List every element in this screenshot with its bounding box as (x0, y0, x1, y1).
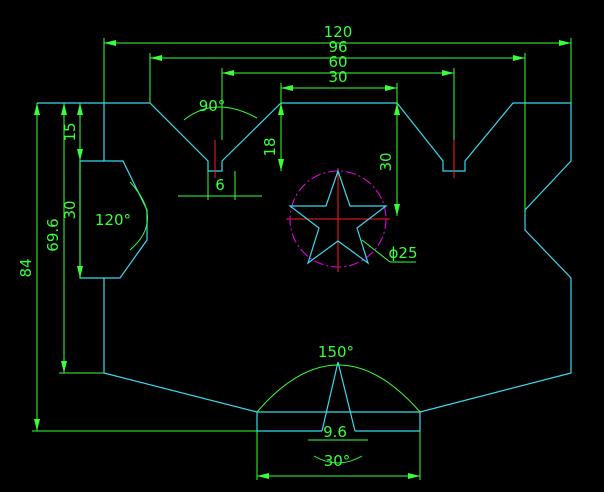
outline-bottom-v (321, 361, 356, 432)
dim-120-arc (129, 181, 148, 251)
dim-150-arc (256, 364, 421, 413)
dim-phi25-leader (361, 239, 391, 263)
label-84: 84 (17, 258, 35, 277)
dim-30-arc (313, 455, 363, 464)
label-96: 96 (328, 38, 347, 56)
dimension-labels: 120 96 60 30 90° 6 18 30 15 30 120° 69.6… (17, 23, 417, 470)
label-phi25: ϕ25 (389, 244, 418, 262)
label-9-6: 9.6 (323, 423, 347, 441)
star-shape (288, 169, 388, 265)
label-6: 6 (215, 176, 225, 194)
center-lines (214, 140, 455, 272)
label-120: 120 (324, 23, 353, 41)
label-30-top: 30 (328, 68, 347, 86)
dimension-lines (32, 38, 572, 480)
label-60: 60 (328, 53, 347, 71)
label-90deg: 90° (199, 97, 226, 115)
dim-90-arc (183, 106, 258, 121)
label-18: 18 (261, 137, 279, 156)
label-30deg: 30° (324, 452, 351, 470)
label-15: 15 (61, 122, 79, 141)
label-150deg: 150° (318, 343, 354, 361)
part-outline (37, 102, 572, 432)
label-30-vert: 30 (377, 152, 395, 171)
label-69-6: 69.6 (44, 218, 62, 251)
label-120deg: 120° (95, 211, 131, 229)
outline-top-left (37, 102, 572, 413)
label-30-left: 30 (61, 200, 79, 219)
